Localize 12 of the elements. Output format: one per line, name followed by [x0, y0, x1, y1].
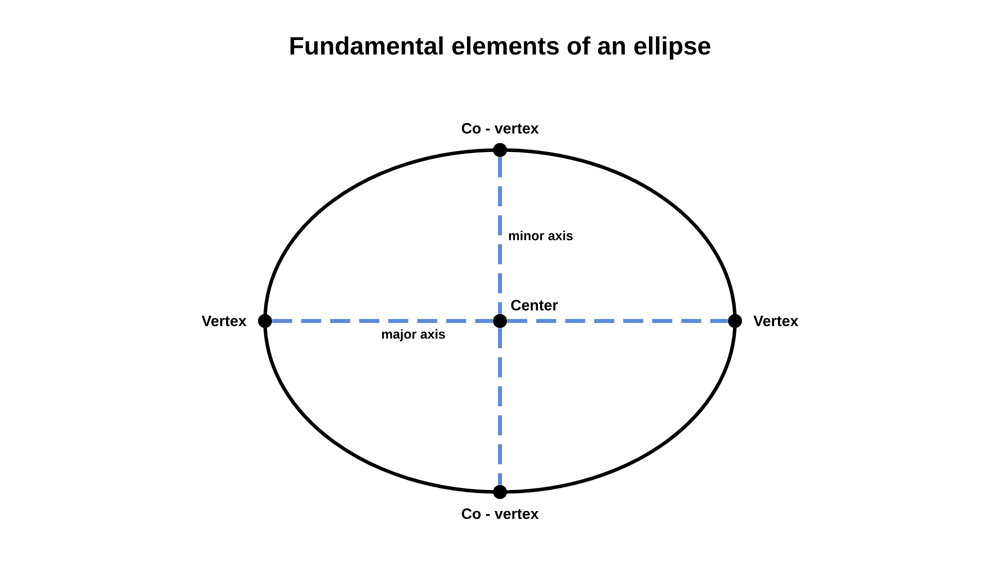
axis-line [498, 157, 502, 314]
axis-line [507, 319, 728, 323]
axis-label: minor axis [506, 228, 576, 242]
title: Fundamental elements of an ellipse [290, 36, 710, 60]
point-label: Vertex [202, 316, 246, 326]
axis-line [272, 319, 493, 323]
point-label: Vertex [754, 316, 798, 326]
point-label: Co - vertex [462, 122, 539, 134]
point-label: Center [511, 300, 558, 310]
point-label: Co - vertex [462, 508, 539, 520]
axis-line [498, 328, 502, 485]
axis-label: major axis [379, 327, 448, 344]
